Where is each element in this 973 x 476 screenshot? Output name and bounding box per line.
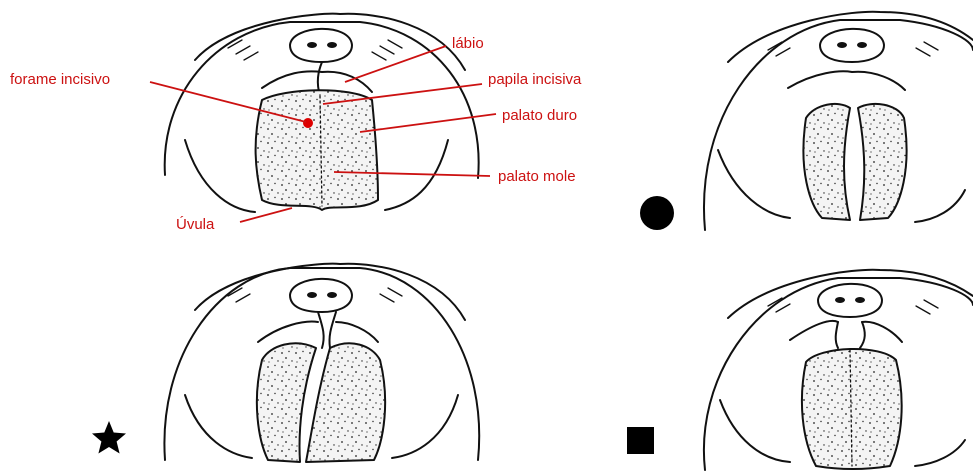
label-papila-incisiva: papila incisiva xyxy=(488,71,582,88)
stipple-right xyxy=(306,343,385,462)
marker-black-star xyxy=(92,421,126,454)
nose xyxy=(290,279,352,312)
nose xyxy=(820,29,884,62)
lip-hatching xyxy=(768,42,938,56)
panel-cleft-lip xyxy=(627,270,973,470)
lip-line xyxy=(788,71,905,90)
panel-normal-palate: lábio forame incisivo papila incisiva pa… xyxy=(10,14,582,233)
cheek-right xyxy=(915,190,965,222)
nostril-right xyxy=(855,297,865,303)
nostril-right xyxy=(327,42,337,48)
nostril-right xyxy=(327,292,337,298)
lip-hatching-right xyxy=(372,40,402,60)
label-palato-mole: palato mole xyxy=(498,168,576,185)
lip-hatching xyxy=(768,298,938,314)
palate-stipple xyxy=(256,90,378,210)
cheek-left xyxy=(720,400,790,462)
stipple-left xyxy=(803,104,850,220)
marker-black-circle xyxy=(640,196,674,230)
cheek-right xyxy=(915,440,965,466)
stipple-left xyxy=(257,343,316,462)
foramen-incisivo-dot xyxy=(303,118,313,128)
panel-unilateral-cleft xyxy=(92,264,479,462)
nostril-right xyxy=(857,42,867,48)
inner-arch xyxy=(728,270,973,318)
nostril-left xyxy=(307,42,317,48)
leader-labio xyxy=(345,46,446,82)
lip-line xyxy=(790,321,902,342)
cheek-left xyxy=(718,150,790,218)
cheek-left xyxy=(185,395,252,458)
nostril-left xyxy=(837,42,847,48)
label-palato-duro: palato duro xyxy=(502,107,577,124)
marker-black-square xyxy=(627,427,654,454)
nostril-left xyxy=(307,292,317,298)
label-uvula: Úvula xyxy=(176,216,215,233)
label-labio: lábio xyxy=(452,35,484,52)
nose xyxy=(818,284,882,317)
nose xyxy=(290,29,352,62)
cheek-right xyxy=(392,395,458,458)
stipple-right xyxy=(858,104,907,220)
cleft-lip xyxy=(318,312,336,348)
lip-hatching-left xyxy=(228,40,258,60)
lip-line xyxy=(258,322,378,342)
cleft-lip xyxy=(836,322,865,348)
label-forame-incisivo: forame incisivo xyxy=(10,71,110,88)
cheek-left xyxy=(185,140,255,212)
nostril-left xyxy=(835,297,845,303)
panel-cleft-palate xyxy=(640,12,973,230)
